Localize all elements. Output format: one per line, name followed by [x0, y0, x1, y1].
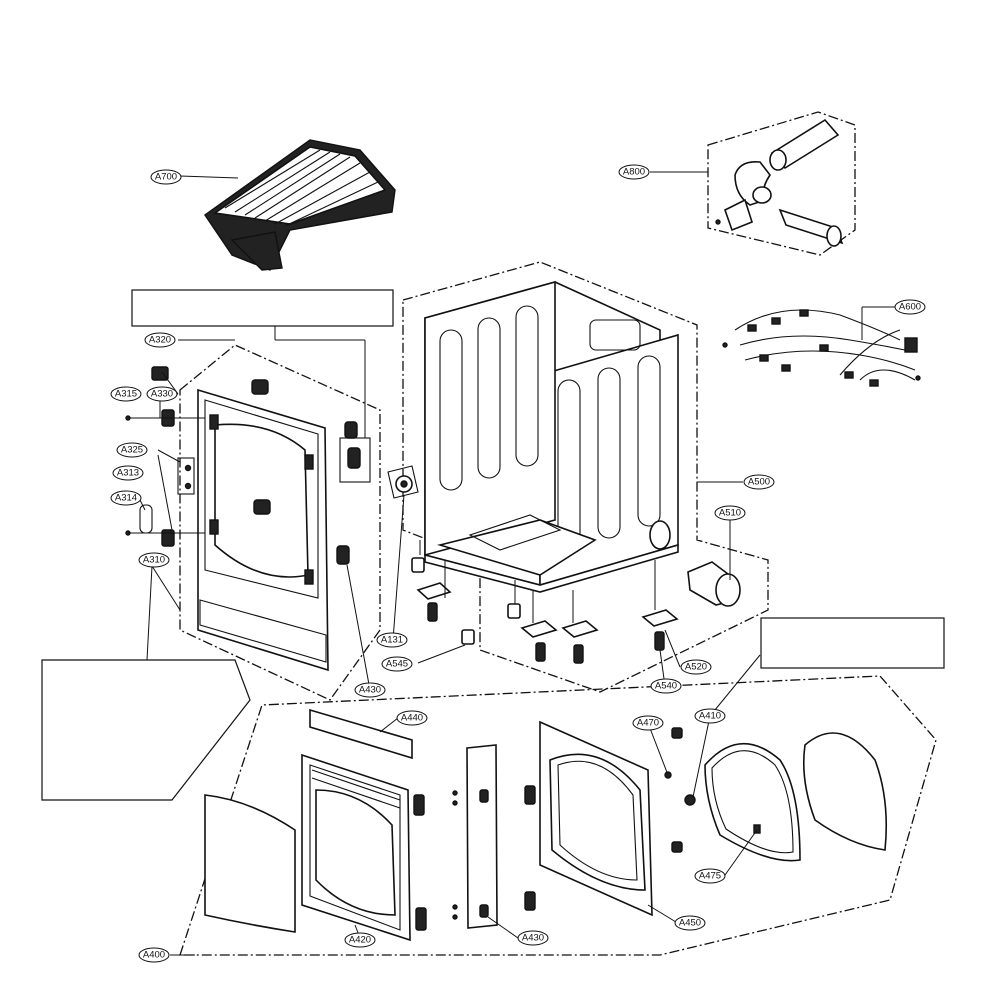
label-a470: A470 — [632, 715, 664, 731]
leveling-feet — [411, 540, 679, 664]
svg-text:A325: A325 — [121, 445, 143, 456]
label-a475: A475 — [694, 868, 726, 884]
label-a325: A325 — [116, 442, 148, 458]
label-a310: A310 — [138, 552, 170, 568]
svg-text:A440: A440 — [401, 713, 423, 724]
label-a330: A330 — [146, 386, 178, 402]
svg-text:A700: A700 — [155, 172, 177, 183]
front-panel — [197, 379, 329, 672]
svg-text:A520: A520 — [685, 662, 707, 673]
door-group-outline — [179, 675, 937, 956]
callout-box-left — [41, 659, 251, 801]
label-a420: A420 — [344, 932, 376, 948]
callout-box-right — [760, 617, 945, 669]
label-a510: A510 — [714, 505, 746, 521]
front-panel-hardware — [125, 366, 371, 565]
exhaust-pipe — [687, 561, 741, 607]
foot-2 — [520, 620, 558, 662]
svg-text:A314: A314 — [115, 493, 137, 504]
wire-harness — [722, 309, 921, 387]
svg-text:A400: A400 — [143, 950, 165, 961]
svg-text:A475: A475 — [699, 871, 721, 882]
svg-text:A540: A540 — [655, 681, 677, 692]
svg-text:A800: A800 — [623, 167, 645, 178]
label-a545: A545 — [381, 656, 413, 672]
label-a131: A131 — [376, 632, 408, 648]
label-a450: A450 — [674, 915, 706, 931]
foot-1 — [416, 582, 452, 622]
label-a700: A700 — [150, 169, 182, 185]
door-assembly — [204, 708, 887, 942]
svg-text:A450: A450 — [679, 918, 701, 929]
svg-text:A310: A310 — [143, 555, 165, 566]
label-a430-lower: A430 — [517, 930, 549, 946]
label-a400: A400 — [138, 947, 170, 963]
label-a430-upper: A430 — [354, 682, 386, 698]
svg-text:A430: A430 — [359, 685, 381, 696]
callout-box-top-left — [131, 289, 394, 327]
exhaust-duct-assembly — [715, 118, 844, 247]
label-a520: A520 — [680, 659, 712, 675]
svg-text:A510: A510 — [719, 508, 741, 519]
svg-text:A420: A420 — [349, 935, 371, 946]
part-labels: A700 A800 A600 A320 A315 A330 A325 A313 — [110, 164, 926, 963]
foot-4 — [641, 609, 679, 651]
svg-text:A131: A131 — [381, 635, 403, 646]
bearing-part — [387, 465, 419, 499]
svg-text:A320: A320 — [149, 335, 171, 346]
svg-text:A313: A313 — [117, 468, 139, 479]
cabinet — [424, 280, 679, 593]
svg-text:A600: A600 — [899, 302, 921, 313]
svg-text:A315: A315 — [115, 389, 137, 400]
label-a500: A500 — [743, 474, 775, 490]
label-a315: A315 — [110, 386, 142, 402]
svg-text:A500: A500 — [748, 477, 770, 488]
label-a440: A440 — [396, 710, 428, 726]
svg-text:A410: A410 — [699, 711, 721, 722]
label-a314: A314 — [110, 490, 142, 506]
label-a800: A800 — [618, 164, 650, 180]
svg-text:A430: A430 — [522, 933, 544, 944]
label-a313: A313 — [112, 465, 144, 481]
svg-text:A470: A470 — [637, 718, 659, 729]
label-a410: A410 — [694, 708, 726, 724]
svg-text:A330: A330 — [151, 389, 173, 400]
callout-boxes — [41, 289, 945, 801]
label-a600: A600 — [894, 299, 926, 315]
label-a320: A320 — [144, 332, 176, 348]
heater-assembly — [204, 139, 396, 271]
svg-text:A545: A545 — [386, 659, 408, 670]
duct-group-outline — [707, 111, 856, 256]
label-a540: A540 — [650, 678, 682, 694]
foot-3 — [561, 620, 599, 664]
